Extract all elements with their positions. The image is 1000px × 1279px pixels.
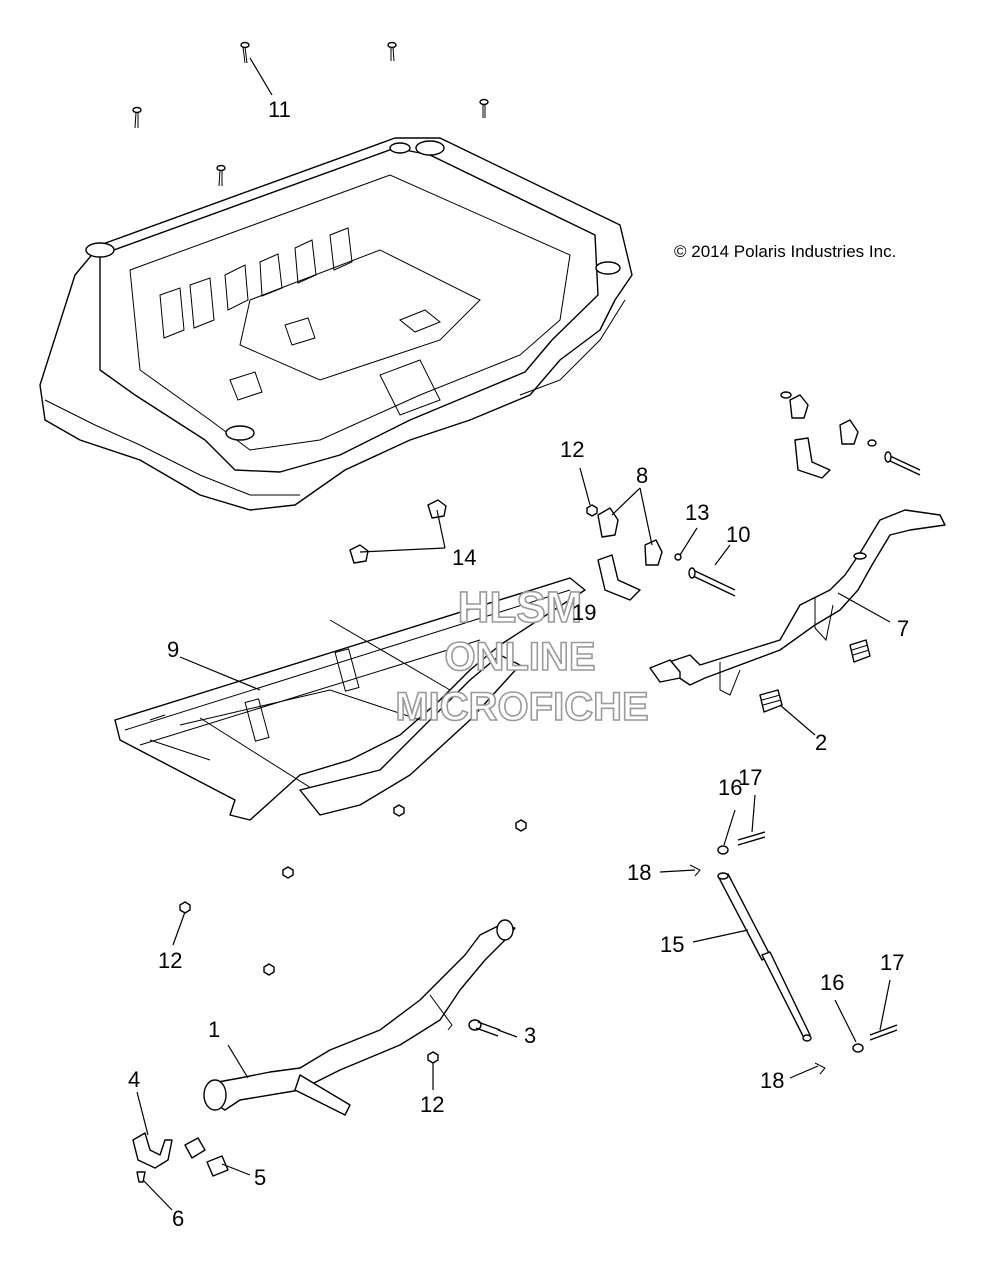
latch-rod-lower [203,919,516,1116]
callout-label: 4 [128,1067,140,1092]
spring-group-5 [184,1137,229,1177]
callout-label: 5 [254,1165,266,1190]
callout-label: 11 [268,97,291,122]
bracket-group-8 [597,391,877,601]
callout-label: 12 [158,948,182,973]
leader-lines [136,57,891,1211]
watermark-line-3: MICROFICHE [395,685,648,729]
latch-rod-upper [649,509,946,696]
callout-label: 3 [524,1023,536,1048]
watermark-line-1: HLSM [458,583,583,632]
screw-group-6 [136,1171,146,1183]
screw-group-11 [132,41,489,187]
callout-label: 16 [718,775,742,800]
callout-label: 12 [560,437,584,462]
callout-label: 13 [685,500,709,525]
gas-strut [717,872,812,1042]
watermark: HLSM ONLINE MICROFICHE [395,582,650,730]
callout-label: 17 [880,950,904,975]
bolt-group-10 [674,451,921,597]
watermark-line-2: ONLINE [444,635,595,679]
frame-assembly [114,577,586,821]
callout-label: 9 [167,637,179,662]
clamp-group-4 [132,1132,173,1169]
callout-label: 10 [726,522,750,547]
spring-group-2 [759,639,871,713]
callout-label: 8 [636,463,648,488]
washer-group-16 [717,845,864,1053]
callout-label: 17 [738,765,762,790]
callout-label: 16 [820,970,844,995]
callout-label: 18 [627,860,651,885]
callout-label: 1 [208,1017,220,1042]
bolt-group-3 [468,1019,501,1037]
callout-label: 7 [897,616,909,641]
callout-label: 12 [420,1092,444,1117]
copyright-notice: © 2014 Polaris Industries Inc. [674,242,896,261]
callout-label: 14 [452,545,476,570]
clip-group-18 [689,864,826,1075]
callout-label: 18 [760,1068,784,1093]
callout-label: 19 [572,600,596,625]
callout-label: 6 [172,1206,184,1231]
nut-group-12 [179,504,598,1064]
callout-labels: 1 2 3 4 5 6 7 8 9 10 11 12 12 12 13 14 1… [128,97,909,1231]
nut-group-14 [349,499,447,564]
callout-label: 2 [815,730,827,755]
callout-label: 15 [660,932,684,957]
cargo-box [39,137,633,511]
pin-group-17 [737,831,898,1041]
